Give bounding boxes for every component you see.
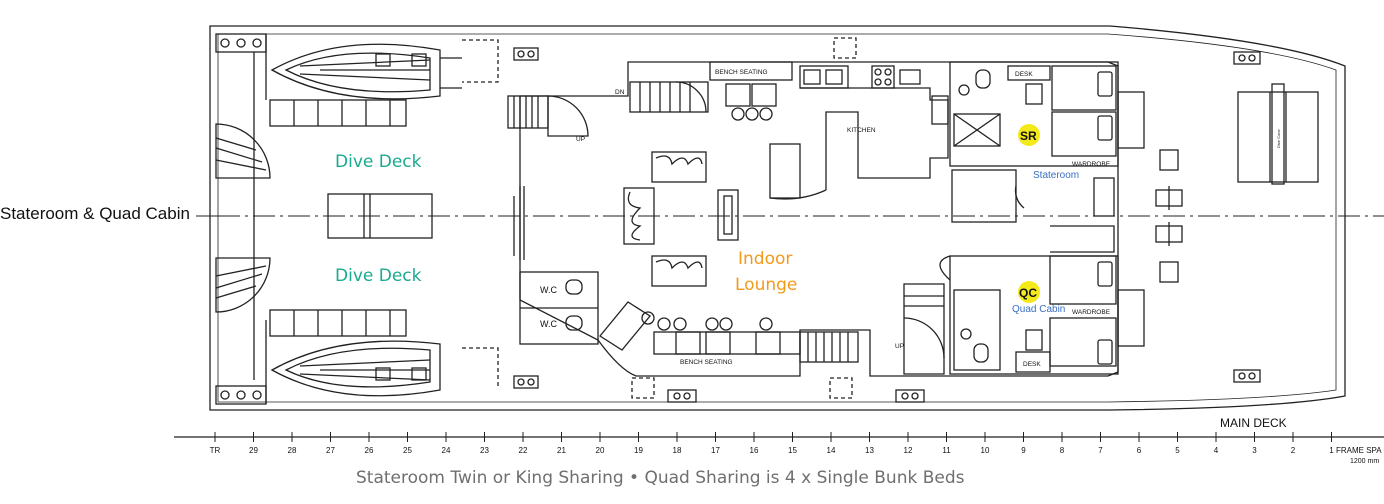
up-left-label: UP <box>576 136 585 143</box>
aft-stairs <box>507 95 589 260</box>
frame-tick-label: 18 <box>673 446 682 455</box>
frame-tick-label: 16 <box>750 446 759 455</box>
frame-tick-label: 29 <box>249 446 258 455</box>
lounge-label-line1: Indoor <box>738 249 792 269</box>
frame-tick-label: 25 <box>403 446 412 455</box>
frame-tick-label: 6 <box>1137 446 1142 455</box>
hull-outline <box>209 25 1346 411</box>
frame-tick-label: 14 <box>827 446 836 455</box>
stateroom-label: Stateroom <box>1033 170 1079 181</box>
forward-stairs-top <box>629 81 709 113</box>
superstructure-wall <box>519 61 1119 377</box>
bench-seating-top-label: BENCH SEATING <box>715 69 768 76</box>
wc-top-label: W.C <box>540 285 557 295</box>
lounge-label-line2: Lounge <box>735 275 797 295</box>
frame-tick-label: 23 <box>480 446 489 455</box>
dive-deck-table <box>327 193 433 239</box>
frame-tick-label: 3 <box>1252 446 1257 455</box>
frame-tick-label: 5 <box>1175 446 1180 455</box>
frame-tick-label: 11 <box>942 446 951 455</box>
wardrobe-bottom-label: WARDROBE <box>1072 309 1111 316</box>
forward-spiral-stair <box>903 283 945 375</box>
qc-badge <box>1018 281 1040 303</box>
frame-tick-label: 2 <box>1291 446 1296 455</box>
frame-tick-label: 13 <box>865 446 874 455</box>
dive-deck-top-label: Dive Deck <box>335 152 422 172</box>
side-label: Stateroom & Quad Cabin <box>0 204 190 223</box>
frame-spacing-line1: FRAME SPA <box>1336 446 1382 455</box>
main-deck-label: MAIN DECK <box>1220 416 1287 430</box>
frame-tick-label: 20 <box>596 446 605 455</box>
fore-deck-equipment <box>1117 83 1319 347</box>
frame-tick-label: 22 <box>519 446 528 455</box>
frame-tick-label: TR <box>210 446 221 455</box>
frame-tick-label: 15 <box>788 446 797 455</box>
kitchen <box>769 65 949 200</box>
frame-tick-label: 27 <box>326 446 335 455</box>
frame-tick-label: 28 <box>288 446 297 455</box>
wc-block <box>519 271 599 345</box>
frame-tick-label: 12 <box>904 446 913 455</box>
bench-seating-bottom <box>599 301 859 363</box>
frame-tick-label: 8 <box>1060 446 1065 455</box>
frame-tick-label: 17 <box>711 446 720 455</box>
kitchen-label: KITCHEN <box>847 127 876 134</box>
stateroom-sr <box>949 61 1119 223</box>
side-bollards <box>513 47 1261 403</box>
dn-label: DN <box>615 89 625 96</box>
stern-stairs <box>215 123 271 313</box>
quad-cabin-label: Quad Cabin <box>1012 304 1065 315</box>
bench-seating-top <box>709 61 793 121</box>
wardrobe-top-label: WARDROBE <box>1072 161 1111 168</box>
caption: Stateroom Twin or King Sharing • Quad Sh… <box>356 468 965 488</box>
desk-bottom-label: DESK <box>1023 361 1041 368</box>
frame-tick-label: 1 <box>1329 446 1334 455</box>
frame-tick-label: 9 <box>1021 446 1026 455</box>
wc-bottom-label: W.C <box>540 319 557 329</box>
quad-cabin-qc <box>939 225 1119 375</box>
up-right-label: UP <box>895 343 904 350</box>
bow-item-label: Dive Cone <box>1276 129 1281 148</box>
desk-top-label: DESK <box>1015 71 1033 78</box>
bench-seating-bottom-label: BENCH SEATING <box>680 359 733 366</box>
lounge-sofas <box>623 151 739 287</box>
tender-bottom <box>269 309 441 397</box>
tender-top <box>269 43 462 127</box>
sr-badge-text: SR <box>1020 129 1037 143</box>
sr-badge <box>1018 124 1040 146</box>
qc-badge-text: QC <box>1019 286 1037 300</box>
frame-spacing-line2: 1200 mm <box>1350 458 1379 465</box>
frame-tick-label: 19 <box>634 446 643 455</box>
frame-tick-label: 10 <box>981 446 990 455</box>
stern-bollards <box>215 33 267 405</box>
frame-tick-label: 21 <box>557 446 566 455</box>
dive-deck-bottom-label: Dive Deck <box>335 266 422 286</box>
frame-tick-label: 4 <box>1214 446 1219 455</box>
frame-tick-label: 7 <box>1098 446 1103 455</box>
hull-inner <box>217 33 1337 403</box>
frame-tick-label: 24 <box>442 446 451 455</box>
dashed-hatches <box>462 37 857 399</box>
frame-tick-label: 26 <box>365 446 374 455</box>
